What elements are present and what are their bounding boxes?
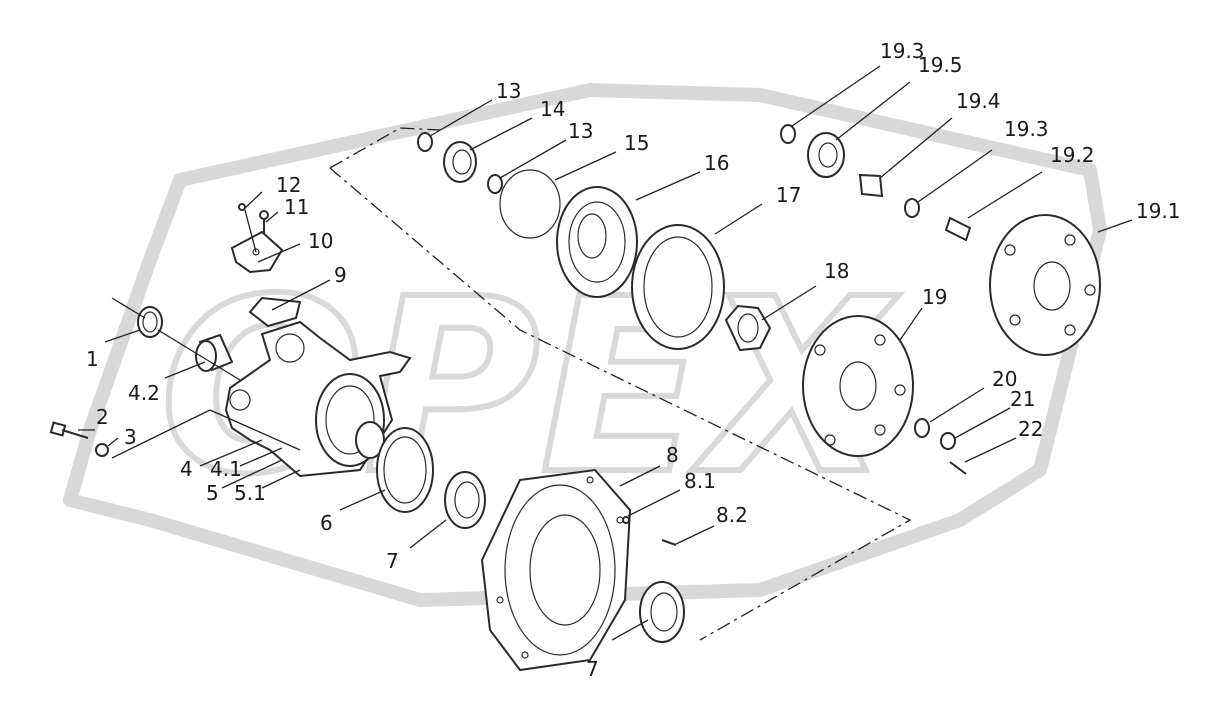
part-16-flange (556, 186, 638, 298)
callout-10: 10 (308, 229, 333, 253)
callout-4-1: 4.1 (210, 457, 242, 481)
callout-18: 18 (824, 259, 849, 283)
callout-14: 14 (540, 97, 565, 121)
part-12-screw (238, 203, 246, 211)
callout-7-lower: 7 (586, 657, 599, 681)
callout-16: 16 (704, 151, 729, 175)
callout-19-4: 19.4 (956, 89, 1001, 113)
callout-8-1: 8.1 (684, 469, 716, 493)
callout-19-3-mid: 19.3 (1004, 117, 1049, 141)
callout-1: 1 (86, 347, 99, 371)
callout-4-2: 4.2 (128, 381, 160, 405)
callout-11: 11 (284, 195, 309, 219)
part-19-1-cover (989, 214, 1101, 356)
callout-5: 5 (206, 481, 219, 505)
part-21-nut (940, 432, 956, 450)
callout-19-3-top: 19.3 (880, 39, 925, 63)
callout-19: 19 (922, 285, 947, 309)
callout-8: 8 (666, 443, 679, 467)
part-6-seal (376, 427, 434, 513)
callout-15: 15 (624, 131, 649, 155)
part-13-ring-a (417, 132, 433, 152)
callout-13-a: 13 (496, 79, 521, 103)
part-8-1-pin (622, 516, 630, 524)
part-4-2-bushing (195, 333, 234, 372)
part-19-2-pin (944, 216, 972, 242)
part-3-nut (95, 443, 109, 457)
callout-9: 9 (334, 263, 347, 287)
callout-19-1: 19.1 (1136, 199, 1181, 223)
callout-labels: 1 4.2 2 3 4 4.1 5 5.1 6 7 7 8 8.1 8.2 9 … (86, 39, 1181, 681)
leader-lines (78, 65, 1133, 641)
part-19-3-washer-b (904, 198, 920, 218)
part-1-ring (137, 306, 163, 338)
callout-4: 4 (180, 457, 193, 481)
callout-21: 21 (1010, 387, 1035, 411)
part-19-5-gear (807, 132, 845, 178)
callout-3: 3 (124, 425, 137, 449)
callout-20: 20 (992, 367, 1017, 391)
callout-7-upper: 7 (386, 549, 399, 573)
part-2-bolt (49, 421, 89, 439)
part-19-carrier (802, 315, 914, 457)
callout-12: 12 (276, 173, 301, 197)
part-7-bearing-upper (444, 471, 486, 529)
part-19-3-washer-a (780, 124, 796, 144)
part-18-nut (724, 304, 772, 352)
callout-8-2: 8.2 (716, 503, 748, 527)
callout-22: 22 (1018, 417, 1043, 441)
assembly-centerline (329, 127, 912, 641)
part-20-washer (914, 418, 930, 438)
callout-19-5: 19.5 (918, 53, 963, 77)
part-14-gear (443, 141, 477, 183)
callout-2: 2 (96, 405, 109, 429)
callout-17: 17 (776, 183, 801, 207)
callout-5-1: 5.1 (234, 481, 266, 505)
part-13-ring-b (487, 174, 503, 194)
part-22-screw (949, 461, 967, 475)
part-17-ring-gear (631, 224, 725, 350)
part-19-4-roller (858, 173, 884, 198)
part-7-bearing-lower (639, 581, 685, 643)
callout-19-2: 19.2 (1050, 143, 1095, 167)
part-8-2-pin (661, 539, 677, 546)
part-8-hub (480, 468, 632, 672)
part-10-cover (230, 230, 284, 274)
callout-6: 6 (320, 511, 333, 535)
part-9-gasket (248, 296, 302, 328)
callout-13-b: 13 (568, 119, 593, 143)
part-15-o-ring (499, 169, 561, 239)
